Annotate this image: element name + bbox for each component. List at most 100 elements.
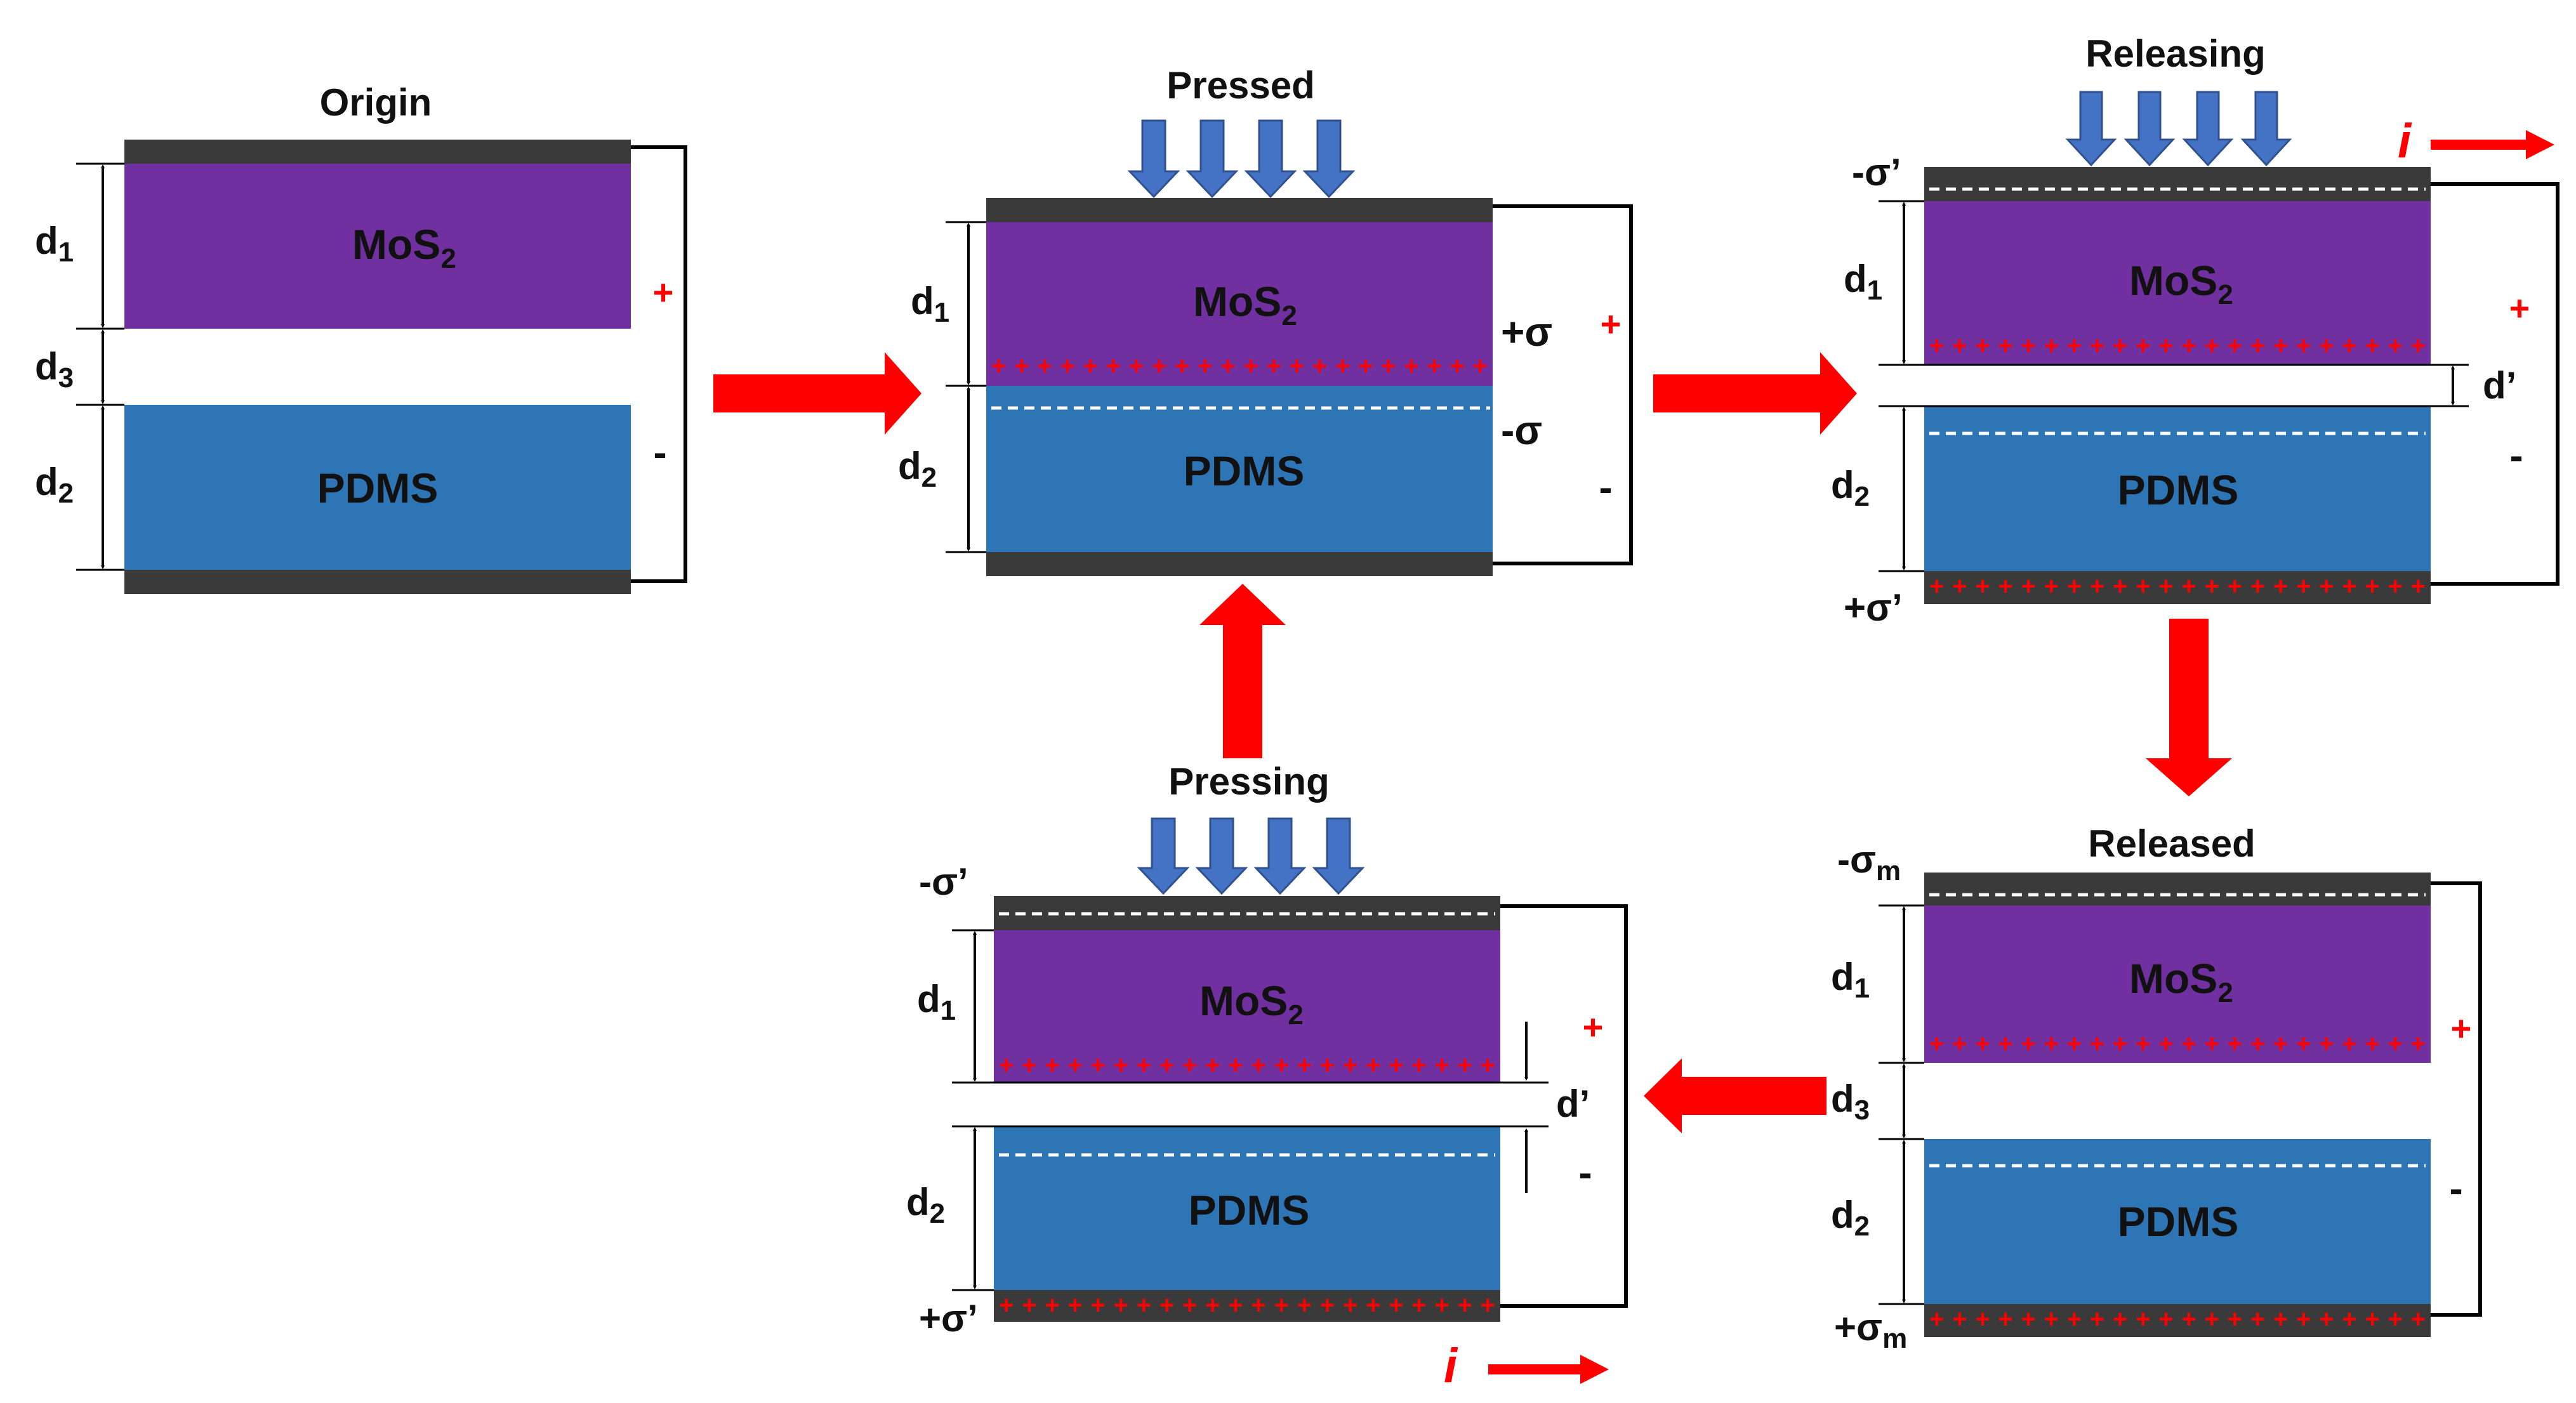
minus-sigma-label: -σ bbox=[1501, 407, 1542, 453]
negative-terminal: - bbox=[1599, 464, 1612, 510]
current-label: i bbox=[2398, 114, 2412, 168]
panel-title-pressing: Pressing bbox=[1168, 760, 1329, 803]
panel-released: Released ++++++++++++++++++++++ ++++++++… bbox=[1831, 822, 2482, 1354]
external-circuit-wire bbox=[2431, 182, 2559, 586]
down-arrow-icon bbox=[1253, 817, 1307, 895]
dimension-markers bbox=[1879, 200, 2469, 572]
bottom-electrode bbox=[1924, 571, 2431, 604]
down-arrow-icon bbox=[2240, 91, 2292, 167]
external-circuit-wire bbox=[631, 145, 687, 583]
bottom-electrode bbox=[124, 570, 631, 594]
negative-terminal: - bbox=[653, 430, 666, 475]
down-arrow-icon bbox=[2065, 91, 2117, 167]
mos2-label: MoS2 bbox=[1199, 977, 1304, 1031]
minus-sigma-prime-label: -σ’ bbox=[919, 860, 968, 903]
d-prime-label: d’ bbox=[1556, 1083, 1590, 1125]
right-arrow-icon bbox=[1488, 1355, 1609, 1384]
panel-title-releasing: Releasing bbox=[2085, 32, 2265, 75]
plus-sigma-prime-label: +σ’ bbox=[919, 1297, 978, 1340]
mos2-layer bbox=[1924, 201, 2431, 365]
process-arrow-released-to-pressing bbox=[1644, 1058, 1826, 1133]
pdms-label: PDMS bbox=[2118, 1198, 2239, 1245]
pdms-layer bbox=[986, 386, 1493, 552]
process-arrow-pressing-to-pressed bbox=[1199, 584, 1286, 758]
external-circuit-wire bbox=[1500, 904, 1628, 1308]
panel-title-origin: Origin bbox=[320, 81, 432, 124]
bottom-electrode bbox=[986, 552, 1493, 576]
down-arrow-icon bbox=[1244, 119, 1297, 199]
top-electrode bbox=[124, 140, 631, 164]
process-arrow-releasing-to-released bbox=[2146, 619, 2232, 796]
plus-sigma-label: +σ bbox=[1501, 309, 1552, 355]
panel-title-released: Released bbox=[2088, 822, 2256, 865]
pdms-label: PDMS bbox=[317, 464, 439, 511]
down-arrow-icon bbox=[1195, 817, 1248, 895]
d1-label: d1 bbox=[35, 220, 74, 268]
down-arrow-icon bbox=[1302, 119, 1356, 199]
pdms-label: PDMS bbox=[2118, 466, 2239, 513]
bottom-electrode bbox=[994, 1290, 1500, 1322]
minus-sigma-prime-label: -σ’ bbox=[1852, 151, 1901, 194]
press-arrows bbox=[2065, 91, 2292, 167]
plus-sigma-m-label: +σm bbox=[1834, 1306, 1907, 1354]
top-electrode bbox=[986, 198, 1493, 222]
dimension-markers bbox=[946, 221, 986, 553]
d1-label: d1 bbox=[1831, 956, 1870, 1004]
d1-label: d1 bbox=[911, 280, 949, 328]
d2-label: d2 bbox=[1831, 464, 1870, 512]
d3-label: d3 bbox=[1831, 1077, 1870, 1126]
pdms-layer bbox=[124, 405, 631, 570]
press-arrows bbox=[1137, 817, 1365, 895]
positive-terminal: + bbox=[1601, 304, 1622, 344]
d2-label: d2 bbox=[1831, 1194, 1870, 1242]
d-prime-label: d’ bbox=[2483, 364, 2516, 407]
current-label: i bbox=[1444, 1339, 1458, 1393]
pdms-label: PDMS bbox=[1189, 1187, 1310, 1234]
negative-terminal: - bbox=[2449, 1166, 2462, 1211]
minus-sigma-m-label: -σm bbox=[1837, 838, 1901, 886]
mos2-layer bbox=[124, 164, 631, 329]
external-circuit-wire bbox=[2431, 881, 2482, 1317]
down-arrow-icon bbox=[1127, 119, 1180, 199]
bottom-electrode bbox=[1924, 1304, 2431, 1337]
panel-pressing: Pressing ++++++++++++++++++++++ ++++++++… bbox=[906, 760, 1628, 1393]
mos2-layer bbox=[986, 222, 1493, 386]
mos2-label: MoS2 bbox=[352, 221, 456, 274]
d2-label: d2 bbox=[898, 445, 937, 493]
mos2-label: MoS2 bbox=[2129, 955, 2233, 1008]
down-arrow-icon bbox=[2124, 91, 2176, 167]
down-arrow-icon bbox=[2182, 91, 2234, 167]
dimension-markers bbox=[1879, 904, 1924, 1305]
mos2-layer bbox=[994, 930, 1500, 1083]
plus-sigma-prime-label: +σ’ bbox=[1844, 586, 1903, 629]
d2-label: d2 bbox=[906, 1181, 945, 1229]
down-arrow-icon bbox=[1312, 817, 1365, 895]
panel-origin: Origin MoS2 PDMS + - d1 d3 d2 bbox=[35, 81, 687, 594]
positive-terminal: + bbox=[653, 272, 674, 312]
mos2-label: MoS2 bbox=[2129, 257, 2233, 310]
d3-label: d3 bbox=[35, 345, 74, 393]
d2-label: d2 bbox=[35, 461, 74, 509]
d1-label: d1 bbox=[1844, 258, 1882, 306]
mos2-layer bbox=[1924, 906, 2431, 1063]
process-arrow-pressed-to-releasing bbox=[1653, 352, 1857, 435]
process-arrow-origin-to-pressed bbox=[713, 352, 921, 435]
panel-title-pressed: Pressed bbox=[1166, 64, 1315, 107]
positive-terminal: + bbox=[1583, 1007, 1604, 1047]
press-arrows bbox=[1127, 119, 1356, 199]
pdms-label: PDMS bbox=[1184, 447, 1305, 494]
panel-releasing: Releasing i ++++++++++++++++++++++ +++++… bbox=[1831, 32, 2559, 629]
d1-label: d1 bbox=[917, 978, 956, 1026]
top-electrode bbox=[1924, 873, 2431, 906]
panel-pressed: Pressed ++++++++++++++++++++++ MoS2 PDMS… bbox=[898, 64, 1633, 576]
dimension-markers bbox=[76, 162, 124, 571]
right-arrow-icon bbox=[2431, 130, 2554, 159]
down-arrow-icon bbox=[1186, 119, 1239, 199]
top-electrode bbox=[1924, 167, 2431, 201]
dimension-markers bbox=[952, 929, 1549, 1291]
mos2-label: MoS2 bbox=[1193, 278, 1297, 331]
positive-terminal: + bbox=[2451, 1008, 2472, 1048]
external-circuit-wire bbox=[1493, 204, 1633, 565]
negative-terminal: - bbox=[2509, 433, 2523, 478]
